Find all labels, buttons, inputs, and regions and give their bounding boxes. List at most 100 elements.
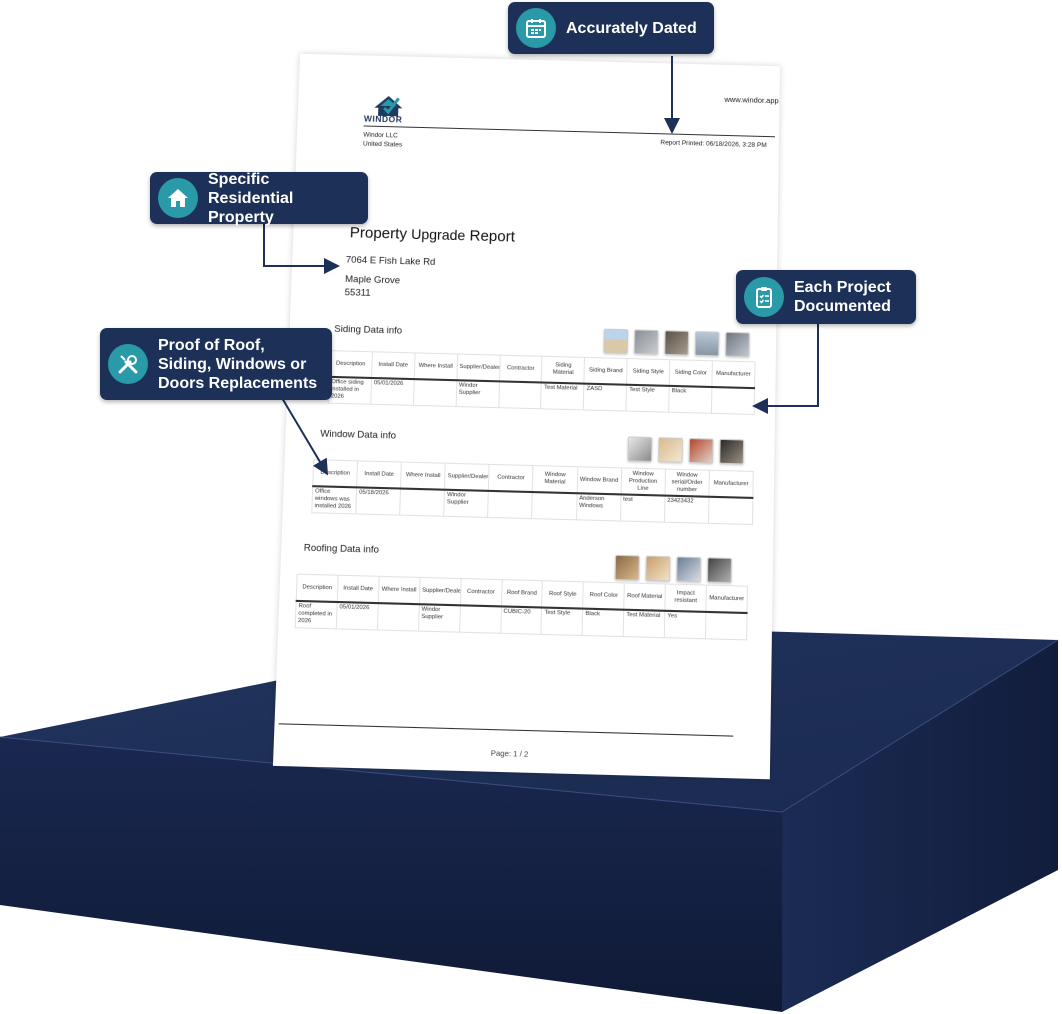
siding-photo-2[interactable] [633,329,659,355]
siding-cell: Test Material [540,382,585,410]
siding-cell: Test Style [626,384,670,413]
callout-proof-replacements: Proof of Roof, Siding, Windows or Doors … [100,328,332,400]
roofing-cell [377,603,420,632]
roofing-cell: Test Style [541,607,583,636]
roofing-cell [705,611,748,640]
roofing-cell: Roof completed in 2026 [295,600,338,629]
window-col-header: Window Production Line [620,467,666,496]
roofing-photo-2[interactable] [645,555,671,582]
roofing-photo-4[interactable] [706,557,732,584]
callout-label: Specific Residential Property [208,170,294,226]
callout-label: Accurately Dated [566,19,697,37]
siding-cell: Black [668,385,712,414]
roofing-col-header: Contractor [460,578,502,607]
roofing-col-header: Manufacturer [705,585,748,614]
window-cell: 05/18/2026 [355,487,401,516]
siding-cell [711,387,755,415]
callout-label: Proof of Roof, Siding, Windows or Doors … [158,336,318,392]
report-page: WINDOR www.windor.app Windor LLC United … [272,53,780,780]
window-photo-4[interactable] [719,438,745,465]
window-col-header: Install Date [356,460,402,489]
siding-col-header: Install Date [371,351,415,380]
roofing-col-header: Roof Style [542,580,584,609]
roofing-cell: Black [582,608,624,637]
pedestal-side [782,640,1058,1012]
roofing-cell: CUBIC-20 [500,606,543,635]
siding-cell [413,379,457,407]
window-cell [708,496,753,525]
roofing-photo-3[interactable] [676,556,702,583]
window-cell [487,490,533,519]
roofing-col-header: Roof Brand [501,579,543,608]
siding-cell: 05/01/2026 [370,377,415,406]
window-photo-1[interactable] [627,436,653,462]
siding-col-header: Siding Color [669,359,713,388]
window-col-header: Manufacturer [708,470,754,498]
footer-divider [278,723,734,737]
roofing-photo-1[interactable] [614,554,640,581]
callout-each-project: Each Project Documented [736,270,916,324]
address-zip: 55311 [344,287,371,299]
siding-col-header: Manufacturer [711,360,755,389]
siding-col-header: Siding Material [541,356,585,384]
roofing-cell: Windor Supplier [418,604,461,633]
roofing-col-header: Roof Color [582,581,625,610]
roofing-cell: Test Material [623,609,665,638]
window-cell: 23423432 [664,495,709,524]
company-country: United States [362,140,403,149]
window-photo-2[interactable] [658,437,683,463]
window-photo-3[interactable] [688,438,714,464]
address-city: Maple Grove [344,273,401,287]
title-prefix: Property [349,224,412,243]
roofing-cell: 05/01/2026 [336,602,379,630]
window-col-header: Contractor [488,464,534,493]
callout-accurately-dated: Accurately Dated [508,2,714,54]
roofing-col-header: Where Install [378,576,420,605]
siding-photo-1[interactable] [603,328,629,354]
report-printed-date: Report Printed: 06/18/2026, 3:28 PM [660,139,767,150]
tools-icon [108,344,148,384]
window-cell: Windor Supplier [443,489,489,518]
window-cell [532,492,577,520]
siding-cell [498,381,542,409]
window-cell: Office windows was installed 2026 [311,486,357,514]
window-col-header: Window serial/Order number [664,469,710,497]
house-icon [158,178,198,218]
roofing-col-header: Roof Material [623,582,666,611]
company-name: Windor LLC [363,131,398,140]
siding-col-header: Description [328,350,373,378]
siding-section-title: Siding Data info [334,323,403,337]
siding-photo-4[interactable] [694,331,720,357]
title-mid: Upgrade [410,225,466,244]
siding-cell: ZASD [583,383,627,412]
window-cell [399,488,445,517]
roofing-cell: Yes [664,610,706,639]
logo-wordmark: WINDOR [363,113,403,125]
siding-col-header: Supplier/Dealer [456,354,500,382]
window-cell: Anderson Windows [576,493,621,521]
roofing-col-header: Description [296,574,339,603]
window-section-title: Window Data info [320,428,397,442]
siding-col-header: Where Install [414,352,458,381]
roofing-col-header: Supplier/Dealer [419,577,461,606]
title-suffix: Report [465,227,516,246]
siding-photo-5[interactable] [725,331,750,358]
window-cell: test [620,494,665,523]
siding-col-header: Siding Brand [584,357,628,385]
window-photos [627,436,745,465]
siding-photo-3[interactable] [664,330,690,356]
clipboard-icon [744,277,784,317]
callout-specific-property: Specific Residential Property [150,170,368,226]
roofing-section-title: Roofing Data info [303,542,380,556]
siding-col-header: Contractor [499,355,543,383]
siding-cell: Office siding installed in 2026 [328,376,372,405]
siding-photos [603,328,750,358]
report-title: Property Upgrade Report [350,224,516,246]
windor-logo-icon [374,95,403,117]
website-text: www.windor.app [724,94,779,106]
window-col-header: Where Install [400,462,446,490]
calendar-icon [516,8,556,48]
roofing-col-header: Impact resistant [664,583,707,612]
